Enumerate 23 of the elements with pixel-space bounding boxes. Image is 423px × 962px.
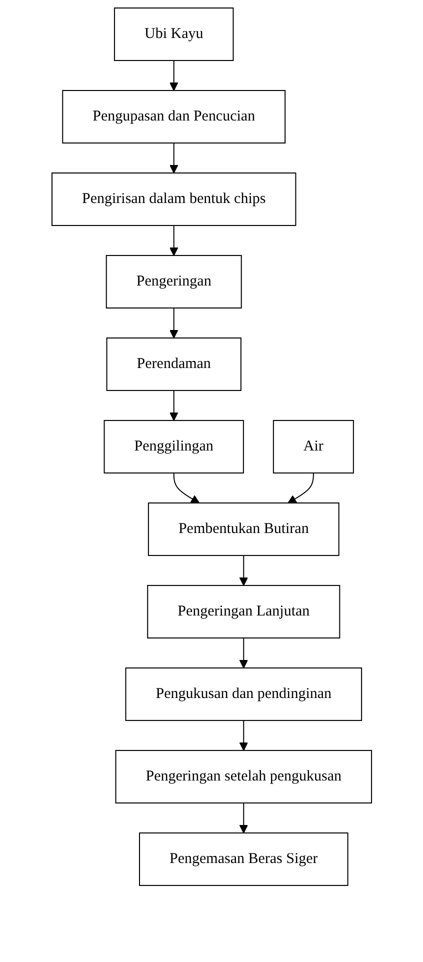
arrow <box>169 225 178 256</box>
node-box: Pengemasan Beras Siger <box>138 832 348 886</box>
node-box: Pengupasan dan Pencucian <box>62 90 286 144</box>
arrow <box>169 307 178 338</box>
arrow <box>169 390 178 421</box>
arrow <box>238 720 248 751</box>
arrow <box>287 472 314 504</box>
arrow <box>238 637 248 668</box>
node-box: Pengeringan setelah pengukusan <box>115 750 372 804</box>
node-box: Pengeringan <box>106 254 242 308</box>
node-box: Pengukusan dan pendinginan <box>124 667 362 721</box>
node-box: Penggilingan <box>104 420 244 474</box>
arrow <box>169 142 178 174</box>
arrow <box>238 802 248 834</box>
node-box: Perendaman <box>106 337 242 391</box>
arrow <box>238 554 248 586</box>
node-box: Air <box>272 420 354 474</box>
arrow <box>169 60 178 91</box>
arrow <box>173 472 200 504</box>
node-box: Ubi Kayu <box>114 8 234 61</box>
node-box: Pengirisan dalam bentuk chips <box>51 172 296 226</box>
node-box: Pembentukan Butiran <box>148 502 340 556</box>
node-box: Pengeringan Lanjutan <box>146 584 340 638</box>
